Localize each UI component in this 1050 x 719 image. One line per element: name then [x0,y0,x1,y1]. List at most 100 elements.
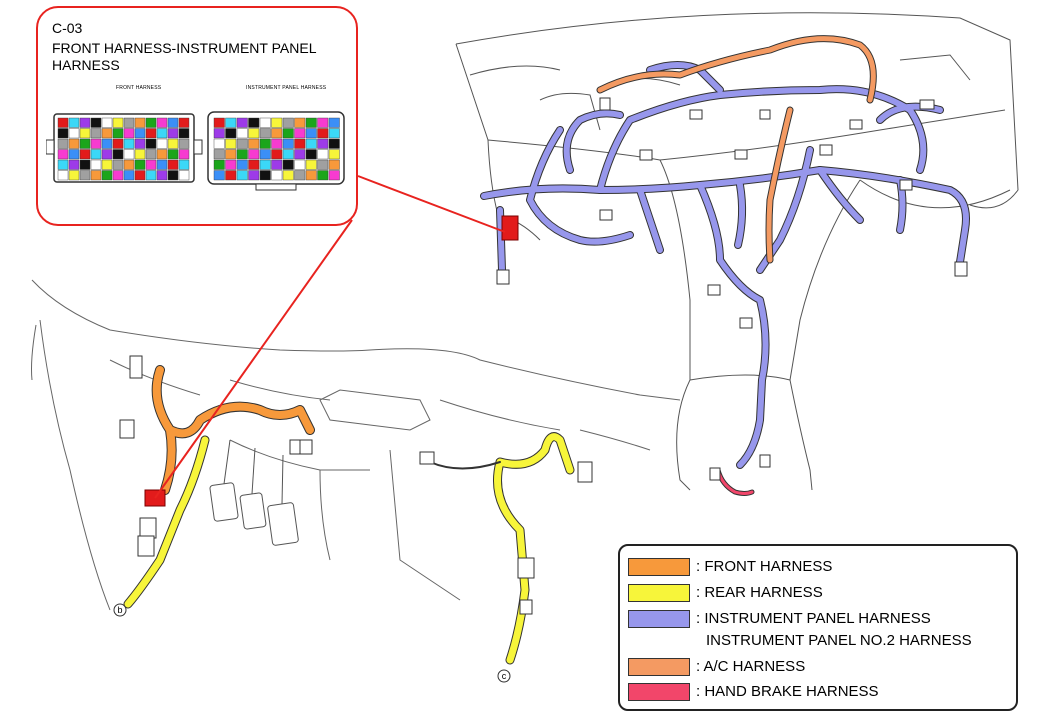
connector-pin [79,170,91,181]
connector-pin [282,138,294,149]
connector-pin [294,170,306,181]
connector-pin [236,117,248,128]
connector-pin [178,117,190,128]
legend-swatch [628,584,690,602]
connector-pin [145,117,157,128]
connector-pin [178,128,190,139]
connector-pin [328,138,340,149]
dashboard-outline [455,12,1019,491]
connector-pin [167,138,179,149]
connector-pin [123,138,135,149]
connector-pin [282,117,294,128]
floor-outline [31,279,681,611]
svg-text:b: b [117,605,122,615]
connector-pin [271,117,283,128]
connector-pin [317,138,329,149]
marker-b: b [113,603,127,617]
connector-pin [156,117,168,128]
connector-pin [167,128,179,139]
connector-pin [225,159,237,170]
connector-pin [178,149,190,160]
connector-pin [112,170,124,181]
connector-pin [328,170,340,181]
marker-c: c [497,669,511,683]
connector-pin [145,138,157,149]
connector-pin [271,138,283,149]
connector-pin [282,159,294,170]
connector-pin [305,159,317,170]
connector-pin [90,128,102,139]
connector-pin [90,149,102,160]
connector-pin [145,128,157,139]
connector-pin [294,128,306,139]
connector-pin [134,117,146,128]
instrument-panel-connector-label: INSTRUMENT PANEL HARNESS [246,85,327,91]
connector-pin [178,159,190,170]
connector-pin [167,117,179,128]
legend-item-ac-harness: : A/C HARNESS [628,656,805,678]
connector-pin [294,159,306,170]
legend-swatch [628,658,690,676]
connector-pin [101,170,113,181]
connector-pin [112,159,124,170]
connector-pin [167,159,179,170]
connector-pin [101,149,113,160]
connector-pin [112,128,124,139]
connector-pin [123,149,135,160]
connector-pin [167,149,179,160]
legend-item-front-harness: : FRONT HARNESS [628,556,832,578]
connector-pin [236,149,248,160]
connector-pinout [46,111,345,191]
connector-pin [305,117,317,128]
connector-pin [294,149,306,160]
connector-pin [248,128,260,139]
connector-pin [101,128,113,139]
connector-pin [248,117,260,128]
connector-pin [213,138,225,149]
connector-pin [145,170,157,181]
connector-pin [225,117,237,128]
connector-pin [317,170,329,181]
connector-pin [123,128,135,139]
connector-pin [317,117,329,128]
connector-pin [236,138,248,149]
connector-pin [282,128,294,139]
connector-pin [79,138,91,149]
connector-pin [90,159,102,170]
connector-pin [57,159,69,170]
connector-pin [248,170,260,181]
connector-pin [79,128,91,139]
connector-pin [259,117,271,128]
connector-pin [236,159,248,170]
connector-pin [57,138,69,149]
connector-pin [79,117,91,128]
legend-item-rear-harness: : REAR HARNESS [628,582,823,604]
connector-pin [90,138,102,149]
connector-pin [156,149,168,160]
connector-pin [271,128,283,139]
connector-pin [294,117,306,128]
connector-pin [259,170,271,181]
connector-pin [271,170,283,181]
connector-pin [156,138,168,149]
connector-pin [101,138,113,149]
connector-pin [90,117,102,128]
connector-pin [225,170,237,181]
connector-callout: C-03 FRONT HARNESS-INSTRUMENT PANEL HARN… [36,6,358,226]
connector-pin [123,117,135,128]
connector-pin [213,159,225,170]
connector-pin [259,128,271,139]
connector-pin [248,149,260,160]
legend-item-hand-brake-harness: : HAND BRAKE HARNESS [628,681,879,703]
connector-pin [79,159,91,170]
connectors [119,97,968,615]
connector-pin [68,159,80,170]
connector-title: FRONT HARNESS-INSTRUMENT PANEL HARNESS [52,40,316,73]
legend-swatch [628,683,690,701]
connector-pin [259,159,271,170]
connector-pin [328,149,340,160]
connector-pin [282,170,294,181]
connector-pin [225,128,237,139]
connector-pin [57,117,69,128]
